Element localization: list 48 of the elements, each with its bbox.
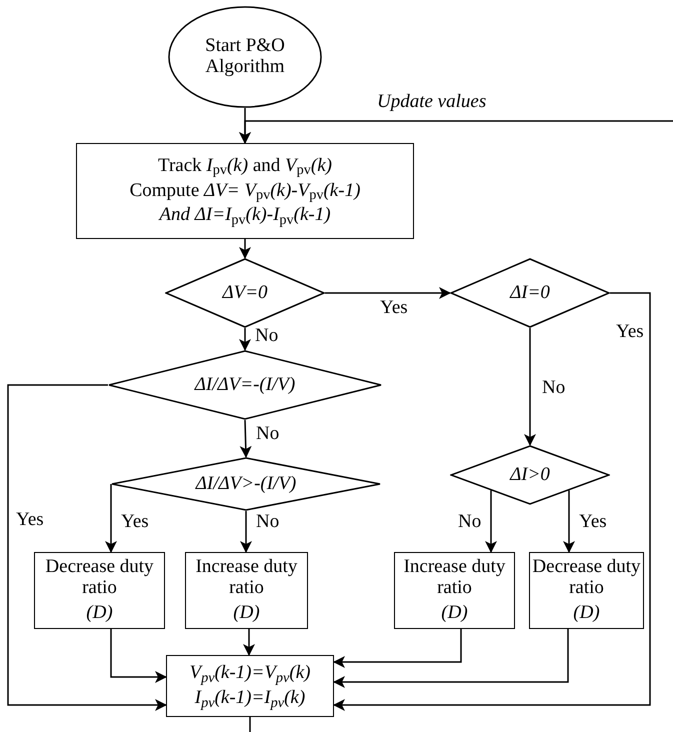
arrow [333,292,651,711]
arrow [240,511,252,553]
node-text: (D) [233,602,260,624]
start-terminal [168,6,322,108]
decision-diamond [111,457,381,511]
arrow [485,490,497,553]
node-text: ΔI=0 [510,282,550,304]
decision-diamond [450,258,610,328]
arrow [239,328,251,351]
node-text: (D) [86,602,113,624]
arrow [243,629,255,656]
node-text: ΔI/ΔV=-(I/V) [194,374,296,396]
arrow [524,328,536,446]
arrow [325,287,451,299]
node-text: And ΔI=I$_{pv}$(k)-I$_{pv}$(k-1) [159,205,331,226]
arrow [563,490,575,553]
arrow [7,384,167,711]
node-text: Track I$_{pv}$(k) and V$_{pv}$(k) [158,156,332,177]
arrow [239,239,251,259]
node-text: Decrease duty ratio [531,557,642,599]
node-text: (D) [573,602,600,624]
connector-line [249,717,251,732]
node-text: V$_{pv}$(k-1)=V$_{pv}$(k) [190,663,310,684]
node-text: Increase duty ratio [194,557,298,599]
decision-diamond [165,258,325,328]
process-box [529,552,644,629]
node-text: ΔI/ΔV>-(I/V) [196,474,296,494]
node-text: Start P&O Algorithm [204,36,286,78]
node-text: ΔI>0 [510,464,550,486]
process-box [185,552,308,629]
process-box [34,552,165,629]
process-box [166,655,334,717]
arrow [105,484,117,553]
node-text: ΔV=0 [222,282,268,304]
node-text: (D) [441,602,468,624]
process-box [394,552,515,629]
node-text: Increase duty ratio [402,557,506,599]
arrow [110,629,167,683]
node-text: I$_{pv}$(k-1)=I$_{pv}$(k) [194,688,306,709]
decision-diamond [108,350,382,420]
arrow [239,120,673,144]
node-text: Decrease duty ratio [44,557,155,599]
arrow [333,629,462,668]
node-text: Compute ΔV= V$_{pv}$(k)-V$_{pv}$(k-1) [130,180,360,202]
decision-diamond [450,445,610,505]
arrow [240,420,252,458]
process-box [76,143,414,239]
arrow [333,629,569,688]
